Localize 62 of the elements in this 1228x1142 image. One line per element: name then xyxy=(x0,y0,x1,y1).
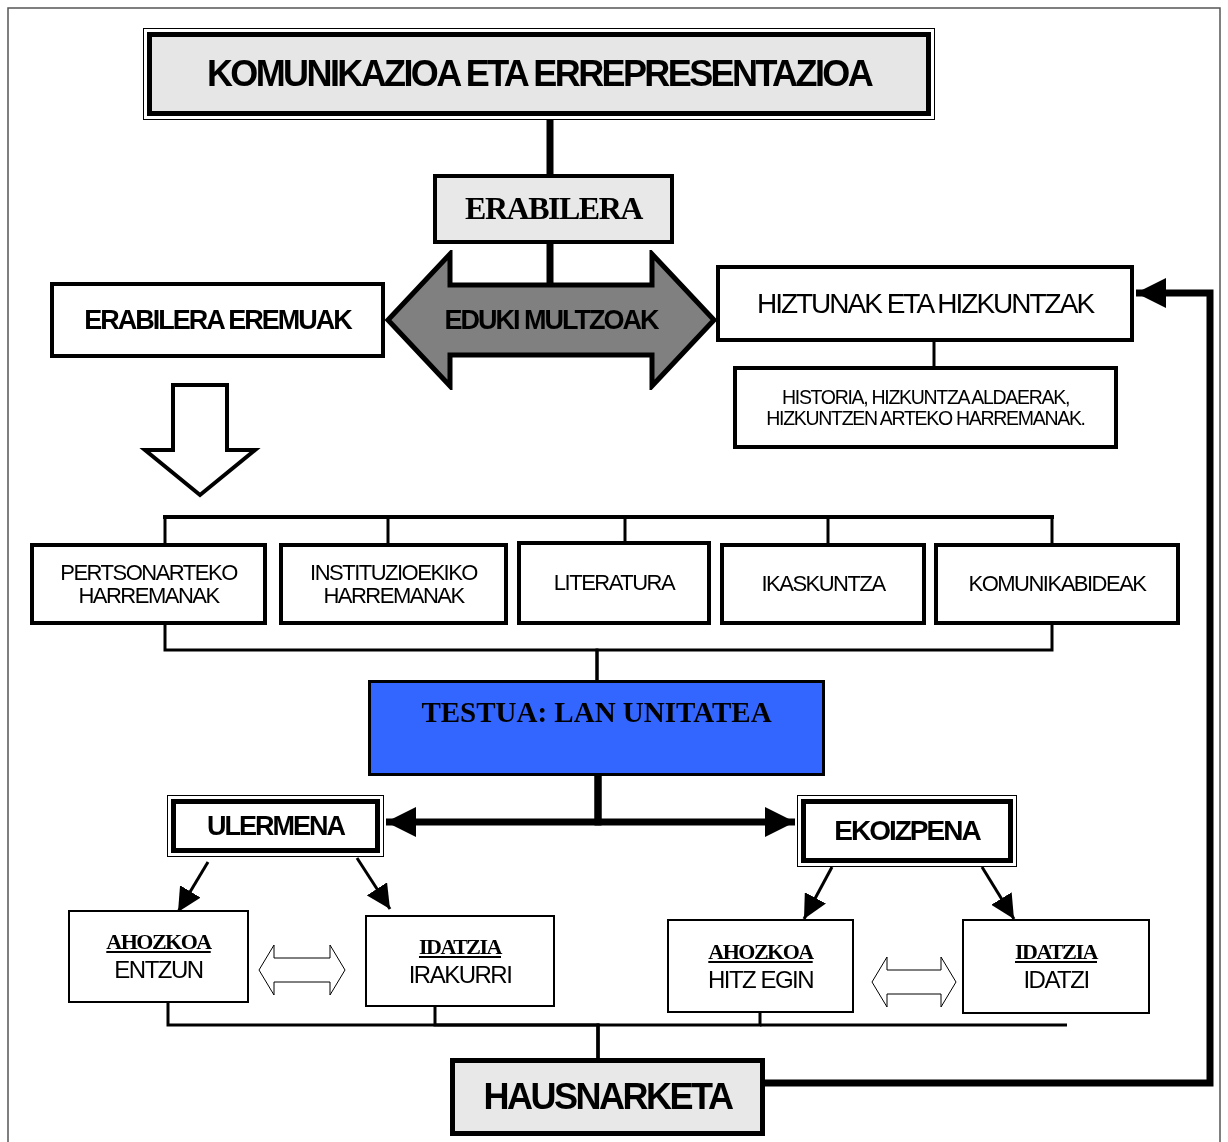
connector-line xyxy=(163,519,167,543)
node-label: PERTSONARTEKO HARREMANAK xyxy=(59,560,239,608)
process-box xyxy=(517,541,711,625)
node-label: EKOIZPENA xyxy=(833,816,982,846)
heading-label: AHOZKOA xyxy=(105,930,213,954)
block-arrow xyxy=(139,383,261,498)
node-label: KOMUNIKAZIOA ETA ERREPRESENTAZIOA xyxy=(205,55,873,93)
heading-label: IDATZIA xyxy=(1014,940,1099,964)
node-label: IRAKURRI xyxy=(407,961,513,988)
connector-line xyxy=(826,519,830,543)
node-label: ERABILERA xyxy=(464,192,644,226)
process-box xyxy=(720,543,926,625)
connector-line xyxy=(596,1013,762,1058)
arrow xyxy=(594,776,795,837)
arrow xyxy=(176,861,210,913)
node-label: IKASKUNTZA xyxy=(760,572,887,596)
connector-line xyxy=(386,519,390,543)
process-box xyxy=(68,910,249,1003)
connector-line xyxy=(595,625,1054,680)
process-box xyxy=(368,680,825,776)
title-box xyxy=(143,28,935,120)
bus-bar xyxy=(163,515,1054,519)
heading-label: AHOZKOA xyxy=(707,939,815,963)
connector-line xyxy=(546,244,554,285)
arrow xyxy=(765,278,1214,1087)
node-label: HIZTUNAK ETA HIZKUNTZAK xyxy=(755,288,1095,319)
node-label: HAUSNARKETA xyxy=(482,1078,733,1116)
node-label: HISTORIA, HIZKUNTZA ALDAERAK, HIZKUNTZEN ARTEKO HARREMANAK. xyxy=(765,387,1086,428)
heading-label: IDATZIA xyxy=(418,934,503,958)
process-box xyxy=(733,366,1118,449)
block-arrow xyxy=(258,944,346,996)
process-box xyxy=(30,543,267,625)
process-box xyxy=(433,174,674,244)
node-label: ULERMENA xyxy=(206,811,346,841)
node-label: INSTITUZIOEKIKO HARREMANAK xyxy=(309,560,479,608)
arrow xyxy=(802,866,834,920)
node-label: LITERATURA xyxy=(552,571,676,595)
connector-line xyxy=(546,120,554,174)
process-box xyxy=(716,265,1134,342)
arrow xyxy=(355,857,392,910)
title-box xyxy=(167,795,384,857)
connector-line xyxy=(932,342,936,366)
node-label: HITZ EGIN xyxy=(706,966,815,993)
node-label: EDUKI MULTZOAK xyxy=(443,305,659,335)
process-box xyxy=(450,1058,765,1136)
process-box xyxy=(279,543,508,625)
title-box xyxy=(797,795,1017,867)
connector-line xyxy=(623,519,627,541)
process-box xyxy=(667,919,854,1013)
double-arrow-shape xyxy=(385,250,717,390)
node-label: TESTUA: LAN UNITATEA xyxy=(420,697,773,728)
block-arrow xyxy=(871,956,957,1008)
process-box xyxy=(50,282,385,358)
node-label: KOMUNIKABIDEAK xyxy=(967,572,1148,596)
node-label: ERABILERA EREMUAK xyxy=(83,305,353,335)
process-box xyxy=(962,919,1150,1014)
node-label: ENTZUN xyxy=(113,957,204,983)
process-box xyxy=(934,543,1180,625)
node-label: IDATZI xyxy=(1022,967,1090,993)
connector-line xyxy=(1050,519,1054,543)
process-box xyxy=(365,915,555,1007)
arrow xyxy=(980,866,1016,920)
